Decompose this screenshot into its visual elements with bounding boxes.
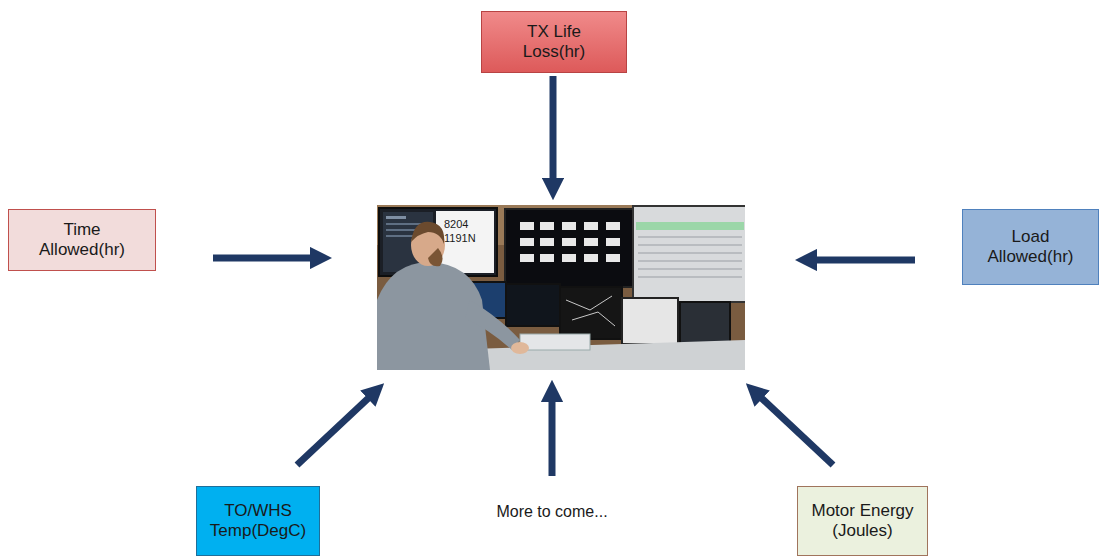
metric-box: TX Life Loss(hr) (481, 11, 627, 73)
arrow (213, 255, 321, 262)
metric-box: Load Allowed(hr) (962, 209, 1099, 285)
arrow (754, 391, 833, 465)
arrow (297, 391, 376, 465)
screen-text: 8204 (444, 218, 492, 230)
arrow (806, 257, 915, 264)
arrow (550, 76, 557, 189)
box-label: TX Life Loss(hr) (506, 22, 602, 63)
arrows (213, 76, 915, 476)
box-label: Motor Energy (Joules) (804, 501, 922, 542)
metric-box: Time Allowed(hr) (8, 209, 156, 271)
screen-text: 1191N (444, 232, 492, 244)
metric-box: Motor Energy (Joules) (797, 486, 928, 556)
control-room-photo (377, 205, 745, 370)
box-label: Load Allowed(hr) (981, 227, 1081, 268)
metric-box: TO/WHS Temp(DegC) (196, 486, 320, 556)
arrow (549, 391, 556, 476)
box-label: TO/WHS Temp(DegC) (202, 501, 314, 542)
box-label: Time Allowed(hr) (32, 220, 132, 261)
note-text: More to come... (452, 503, 652, 521)
